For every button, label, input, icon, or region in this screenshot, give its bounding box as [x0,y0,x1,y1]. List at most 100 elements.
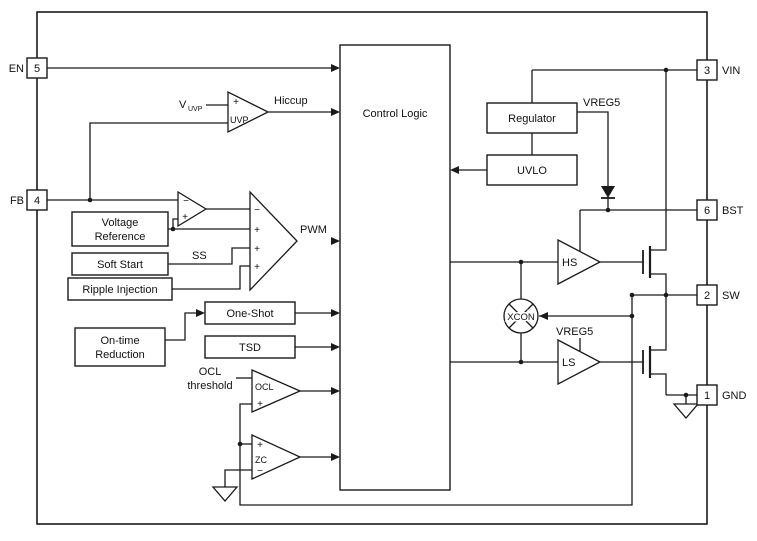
zc-ground-wire [224,469,252,487]
ls-fet-source-wire [650,373,667,395]
on-time-reduction-label-1: On-time [100,335,139,347]
uvlo-label: UVLO [517,165,547,177]
ripple-injection-label: Ripple Injection [82,284,157,296]
zc-plus-mark: + [257,440,263,451]
pin-vin-label: VIN [722,65,740,77]
ls-drive-junction-dot [518,359,524,365]
bst-junction-dot [605,207,611,213]
en-arrow [331,64,340,72]
pin-fb-label: FB [10,195,24,207]
vref-junction-dot [170,226,176,232]
soft-start-label: Soft Start [97,259,143,271]
hs-driver-label: HS [562,257,577,269]
vin-junction-dot [663,67,669,73]
pwm-label: PWM [300,224,327,236]
pwm-comparator [249,190,298,292]
hs-drive-junction-dot [518,259,524,265]
uvlo-arrow [450,166,459,174]
vref-to-amp-wire [168,218,178,230]
regulator-block [486,102,578,134]
uvp-comparator [227,90,270,134]
pins: 5 EN 4 FB 3 VIN 6 BST 2 SW 1 GND [9,57,747,406]
pin-sw-label: SW [722,290,740,302]
xcon-cross [508,303,534,329]
hs-driver [557,238,602,286]
uvp-plus-mark: + [233,97,239,108]
hs-fet-source-wire [650,273,667,295]
pwm-plus-mark-2: + [254,244,260,255]
gnd-junction-dot [683,392,689,398]
error-amp-plus-mark: + [182,212,188,223]
pin-gnd-box [696,384,718,406]
vreg5-top-label: VREG5 [583,97,620,109]
pin-bst-label: BST [722,205,744,217]
pin-fb-number: 4 [34,195,40,207]
junction-dots [87,67,689,447]
pin-en-box [26,57,48,79]
sw-fet-junction-dot [663,292,669,298]
ss-label: SS [192,250,207,262]
fb-uvp-branch-wire [89,122,228,200]
voltage-reference-label-1: Voltage [102,217,139,229]
pin-bst-number: 6 [704,205,710,217]
on-time-reduction-label-2: Reduction [95,349,145,361]
sense-junction-dot [237,441,243,447]
arrowheads [196,64,548,461]
pwm-minus-mark: − [254,205,260,216]
pin-sw-number: 2 [704,290,710,302]
wires [47,67,697,506]
fb-junction-dot [87,197,93,203]
ripple-injection-block [67,277,173,301]
control-logic-label: Control Logic [363,108,428,120]
one-shot-in-arrow [196,309,205,317]
pin-sw-box [696,284,718,306]
xcon-sense-junction-dot [629,313,635,319]
on-time-reduction-block [74,327,166,367]
pin-en-number: 5 [34,63,40,75]
pwm-arrow [331,237,340,245]
hs-fet-drain-wire [650,70,667,251]
pin-bst-box [696,199,718,221]
regulator-label: Regulator [508,113,556,125]
ocl-threshold-label-1: OCL [199,366,222,378]
zc-comparator [251,433,302,481]
zc-ground-icon [211,486,239,502]
pin-gnd-label: GND [722,390,747,402]
bst-diode [601,186,615,198]
voltage-reference-block [71,211,169,247]
vreg5-wire [577,111,609,186]
error-amp-minus-mark: − [183,196,189,207]
ls-driver [557,338,602,386]
voltage-reference-label-2: Reference [95,231,146,243]
vreg5-ls-label: VREG5 [556,326,593,338]
pwm-plus-mark-1: + [254,225,260,236]
xcon-in-arrow [539,312,548,320]
control-logic-block [339,44,451,491]
soft-start-block [71,252,169,276]
zc-arrow [331,453,340,461]
pwm-plus-mark-3: + [254,262,260,273]
sw-sense-junction-dot [629,292,635,298]
on-time-reduction-wire [165,312,196,341]
uvp-label: UVP [230,115,249,125]
ls-fet-drain-wire [650,295,667,351]
xcon-label: XCON [507,312,535,323]
vuvp-label: V [179,99,187,111]
pin-vin-number: 3 [704,65,710,77]
soft-start-wire [168,247,250,265]
current-sense-wire [239,295,633,506]
ocl-comparator [251,369,302,413]
pin-fb-box [26,189,48,211]
zc-label: ZC [255,455,267,465]
tsd-label: TSD [239,342,261,354]
hiccup-arrow [331,108,340,116]
error-amp [177,190,208,228]
mosfets [642,246,652,378]
gnd-ground-icon [672,403,700,419]
one-shot-arrow [331,309,340,317]
pin-gnd-number: 1 [704,390,710,402]
one-shot-label: One-Shot [226,308,273,320]
vuvp-subscript: UVP [188,106,203,113]
tsd-block [204,335,296,359]
